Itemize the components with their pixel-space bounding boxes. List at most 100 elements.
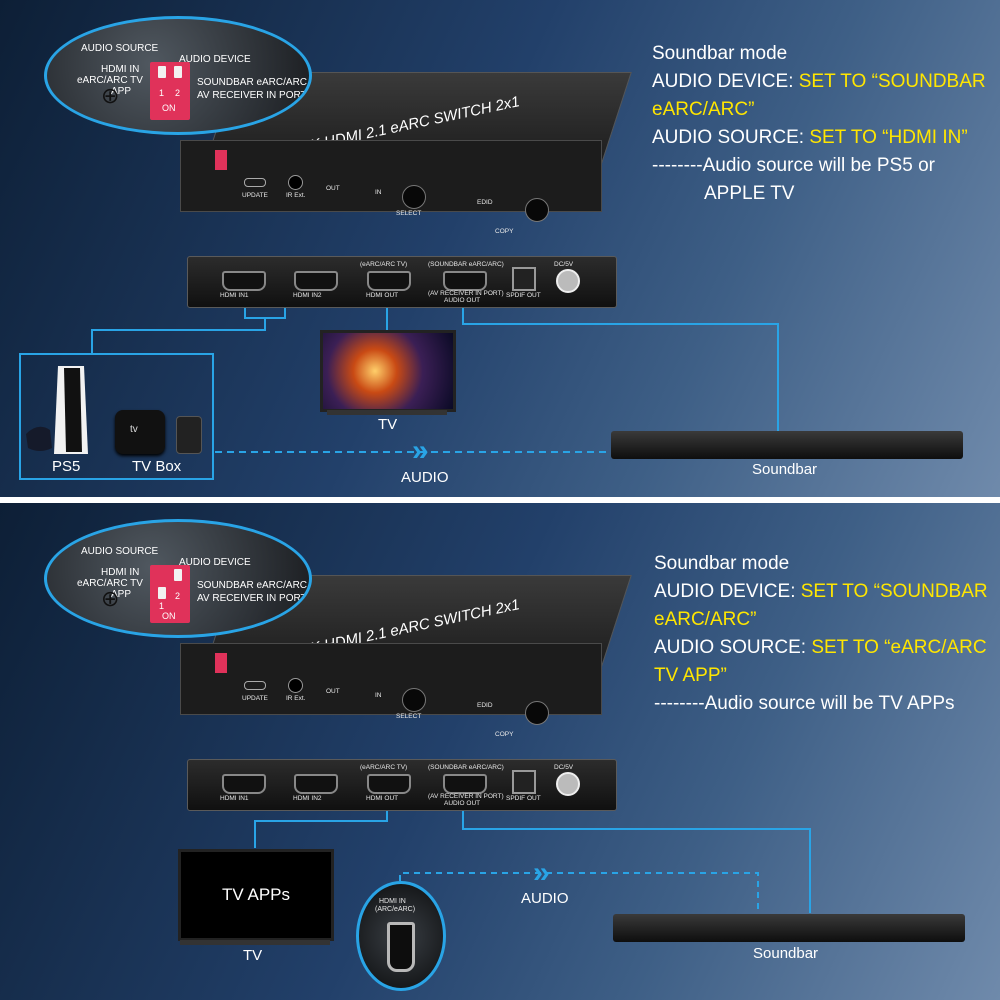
audio-out-port: [443, 271, 487, 291]
hdmi-out-label: HDMI OUT: [366, 292, 399, 299]
tv-screen: [320, 330, 456, 412]
ir-ext-jack: [288, 678, 303, 693]
update-label: UPDATE: [242, 192, 268, 199]
dc-5v-port: [556, 269, 580, 293]
usb-c-port: [244, 178, 266, 187]
tv-screen: TV APPs: [178, 849, 334, 941]
audio-out-top-label: (SOUNDBAR eARC/ARC): [428, 764, 504, 771]
audio-source-setting: SET TO “eARC/ARC: [811, 637, 987, 658]
soundbar-icon: [611, 431, 963, 459]
mode-title: Soundbar mode: [654, 553, 790, 574]
select-label: SELECT: [396, 210, 422, 217]
connection-lines: [19, 298, 779, 480]
spdif-out-port: [512, 267, 536, 291]
tv-stand: [327, 410, 447, 415]
soundbar-earc-option-label: SOUNDBAR eARC/ARC: [197, 580, 308, 591]
tv-apps-text: TV APPs: [221, 885, 291, 904]
hdmi-out-top-label: (eARC/ARC TV): [360, 764, 408, 771]
screw-icon: ⊕: [101, 586, 120, 611]
update-label: UPDATE: [242, 695, 268, 702]
audio-source-setting: SET TO “HDMI IN”: [809, 127, 968, 148]
dip-switch-1[interactable]: [158, 587, 166, 599]
audio-out-port: [443, 774, 487, 794]
soundbar-earc-option-label: SOUNDBAR eARC/ARC: [197, 77, 308, 88]
dip-switch-zoom: AUDIO SOURCE AUDIO DEVICE HDMI IN eARC/A…: [44, 16, 312, 135]
dip-switch-1[interactable]: [158, 66, 166, 78]
spdif-out-label: SPDIF OUT: [506, 795, 541, 802]
hdmi-out-port: [367, 271, 411, 291]
source-note: --------Audio source will be PS5 or: [652, 155, 935, 176]
av-receiver-option-label: AV RECEIVER IN PORT: [197, 90, 307, 101]
out-label: OUT: [326, 688, 340, 695]
edid-label: EDID: [477, 199, 493, 206]
audio-device-prefix: AUDIO DEVICE:: [654, 581, 801, 602]
dip-switch-small[interactable]: [215, 653, 227, 673]
ps5-label: PS5: [52, 458, 81, 475]
dip-switch[interactable]: 1 2 ON: [150, 565, 190, 623]
app-option-label: APP: [111, 86, 132, 97]
select-label: SELECT: [396, 713, 422, 720]
dip-switch[interactable]: 1 2 ON: [150, 62, 190, 120]
audio-source-label: AUDIO SOURCE: [81, 43, 159, 54]
copy-label: COPY: [495, 228, 514, 235]
spdif-out-label: SPDIF OUT: [506, 292, 541, 299]
hdmi-port-icon: [387, 922, 415, 972]
hdmi-in2-port: [294, 774, 338, 794]
hdmi-in-label: HDMI IN: [379, 898, 406, 905]
av-receiver-option-label: AV RECEIVER IN PORT: [197, 593, 307, 604]
audio-device-prefix: AUDIO DEVICE:: [652, 71, 799, 92]
audio-flow-arrow-icon: »: [533, 856, 550, 889]
copy-label: COPY: [495, 731, 514, 738]
hdmi-in-arc-label: (ARC/eARC): [375, 906, 416, 913]
tv-stand: [180, 940, 330, 945]
dc-5v-label: DC/5V: [554, 261, 574, 268]
hdmi-in2-port: [294, 271, 338, 291]
hdmi-in1-label: HDMI IN1: [220, 292, 249, 299]
in-label: IN: [375, 189, 382, 196]
tv-label: TV: [378, 416, 398, 433]
audio-source-prefix: AUDIO SOURCE:: [652, 127, 810, 148]
audio-out-label: AUDIO OUT: [444, 800, 481, 807]
ir-ext-label: IR Ext.: [286, 695, 306, 702]
soundbar-icon: [613, 914, 965, 942]
dip-2-label: 2: [175, 591, 181, 601]
instruction-block: Soundbar mode AUDIO DEVICE: SET TO “SOUN…: [652, 40, 986, 208]
hdmi-out-port: [367, 774, 411, 794]
hdmi-out-top-label: (eARC/ARC TV): [360, 261, 408, 268]
audio-out-bottom-label: (AV RECEIVER IN PORT): [428, 290, 504, 297]
dip-switch-2[interactable]: [174, 569, 182, 581]
dip-switch-zoom: AUDIO SOURCE AUDIO DEVICE HDMI IN eARC/A…: [44, 519, 312, 638]
ir-ext-label: IR Ext.: [286, 192, 306, 199]
tv-label: TV: [243, 947, 263, 964]
dip-switch-2[interactable]: [174, 66, 182, 78]
panel-tv-app-mode: 8K HDMI 2.1 eARC SWITCH 2x1 UPDATE IR Ex…: [0, 503, 1000, 1000]
audio-label: AUDIO: [521, 890, 569, 907]
edid-label: EDID: [477, 702, 493, 709]
apple-tv-box-icon: [115, 410, 165, 454]
earc-tv-option-label: eARC/ARC TV: [77, 578, 143, 589]
dip-switch-small[interactable]: [215, 150, 227, 170]
switch-rear-panel: HDMI IN1 HDMI IN2 (eARC/ARC TV) HDMI OUT…: [187, 759, 617, 811]
audio-out-bottom-label: (AV RECEIVER IN PORT): [428, 793, 504, 800]
select-button[interactable]: [402, 185, 426, 209]
select-button[interactable]: [402, 688, 426, 712]
in-label: IN: [375, 692, 382, 699]
hdmi-in-zoom: HDMI IN (ARC/eARC): [356, 881, 446, 991]
dip-on-label: ON: [162, 611, 176, 621]
audio-flow-arrow-icon: »: [412, 434, 429, 467]
hdmi-in2-label: HDMI IN2: [293, 795, 322, 802]
edid-select-button[interactable]: [525, 198, 549, 222]
source-note-cont: APPLE TV: [704, 183, 795, 204]
audio-device-setting: SET TO “SOUNDBAR: [798, 71, 986, 92]
ir-ext-jack: [288, 175, 303, 190]
audio-device-setting-cont: eARC/ARC”: [654, 609, 757, 630]
hdmi-in2-label: HDMI IN2: [293, 292, 322, 299]
spdif-out-port: [512, 770, 536, 794]
switch-rear-panel: HDMI IN1 HDMI IN2 (eARC/ARC TV) HDMI OUT…: [187, 256, 617, 308]
edid-select-button[interactable]: [525, 701, 549, 725]
audio-device-setting-cont: eARC/ARC”: [652, 99, 755, 120]
audio-out-top-label: (SOUNDBAR eARC/ARC): [428, 261, 504, 268]
dip-2-label: 2: [175, 88, 181, 98]
mode-title: Soundbar mode: [652, 43, 788, 64]
